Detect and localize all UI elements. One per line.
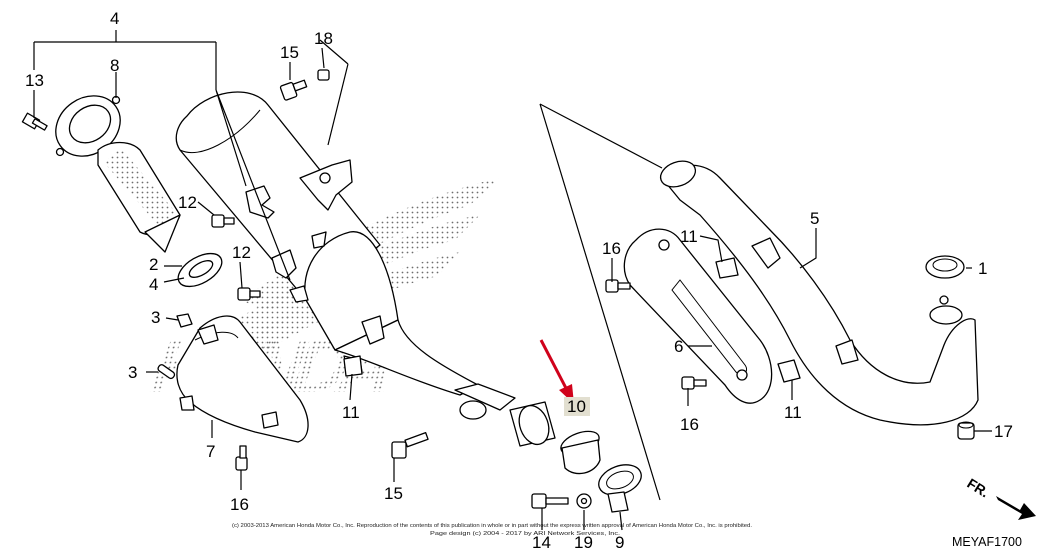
clip-11-lower[interactable] xyxy=(777,359,801,383)
exhaust-clamp-9[interactable] xyxy=(595,459,646,513)
callout-11-lower-right: 11 xyxy=(784,403,802,422)
callout-16-upper-right: 16 xyxy=(602,239,621,258)
callout-2: 2 xyxy=(149,255,158,274)
bolt-15-bottom[interactable] xyxy=(391,432,429,459)
callout-5: 5 xyxy=(810,209,819,228)
rubber-pad-3a[interactable] xyxy=(176,313,193,328)
front-direction-arrow: FR. xyxy=(964,475,1036,520)
bolt-15-top[interactable] xyxy=(279,79,308,101)
callout-13: 13 xyxy=(25,71,44,90)
bolt-12b[interactable] xyxy=(237,287,261,301)
nut-18[interactable] xyxy=(317,69,330,81)
callout-14: 14 xyxy=(532,533,551,552)
callout-12-lower: 12 xyxy=(232,243,251,262)
callout-12-upper: 12 xyxy=(178,193,197,212)
direction-arrow-icon xyxy=(996,496,1036,520)
callout-1: 1 xyxy=(978,259,987,278)
exhaust-gasket-10[interactable] xyxy=(558,427,602,475)
front-direction-label: FR. xyxy=(964,475,992,501)
callout-19: 19 xyxy=(574,533,593,552)
clip-11-upper[interactable] xyxy=(715,257,739,279)
muffler[interactable] xyxy=(175,91,516,420)
muffler-heat-guard[interactable] xyxy=(176,315,309,443)
muffler-end-cap[interactable] xyxy=(44,84,181,253)
callout-18: 18 xyxy=(314,29,333,48)
gasket-2[interactable] xyxy=(173,247,228,294)
exhaust-pipe[interactable] xyxy=(657,157,979,426)
joint-collar[interactable] xyxy=(509,401,556,448)
callout-10: 10 xyxy=(567,397,586,416)
highlight-arrow xyxy=(539,339,574,404)
callout-17: 17 xyxy=(994,422,1013,441)
callout-9: 9 xyxy=(615,533,624,552)
callout-3-upper: 3 xyxy=(151,308,160,327)
pipe-heat-shield[interactable] xyxy=(623,228,773,404)
nut-19[interactable] xyxy=(576,493,592,509)
bolt-14[interactable] xyxy=(531,493,569,509)
bolt-16-upper-right[interactable] xyxy=(605,279,631,293)
callout-15-top: 15 xyxy=(280,43,299,62)
diagram-code: MEYAF1700 xyxy=(952,535,1022,549)
bolt-13[interactable] xyxy=(21,112,48,131)
callout-16-left: 16 xyxy=(230,495,249,514)
leader-lines xyxy=(33,30,992,531)
gasket-1[interactable] xyxy=(925,255,965,279)
callout-labels: 4 8 13 15 18 12 12 2 4 3 3 7 16 11 15 10… xyxy=(25,9,1013,552)
bolt-16-lower-right[interactable] xyxy=(681,376,707,390)
clip-11-left[interactable] xyxy=(343,355,363,377)
pipe-group-outline xyxy=(539,103,663,501)
callout-11-left: 11 xyxy=(342,403,360,422)
bolt-16-left[interactable] xyxy=(235,445,248,471)
nut-17[interactable] xyxy=(957,421,975,440)
callout-7: 7 xyxy=(206,442,215,461)
callout-8: 8 xyxy=(110,56,119,75)
highlight-box-10 xyxy=(564,397,590,416)
callout-16-lower-right: 16 xyxy=(680,415,699,434)
copyright-line-2: Page design (c) 2004 - 2017 by ARI Netwo… xyxy=(430,531,621,537)
callout-3-lower: 3 xyxy=(128,363,137,382)
callout-4-top: 4 xyxy=(110,9,119,28)
bolt-12a[interactable] xyxy=(211,214,235,228)
rubber-pad-3b[interactable] xyxy=(157,364,176,380)
callout-15-bottom: 15 xyxy=(384,484,403,503)
copyright-line-1: (c) 2003-2013 American Honda Motor Co., … xyxy=(232,523,752,529)
callout-11-upper-right: 11 xyxy=(680,227,698,246)
callout-6: 6 xyxy=(674,337,683,356)
callout-4-left: 4 xyxy=(149,275,158,294)
